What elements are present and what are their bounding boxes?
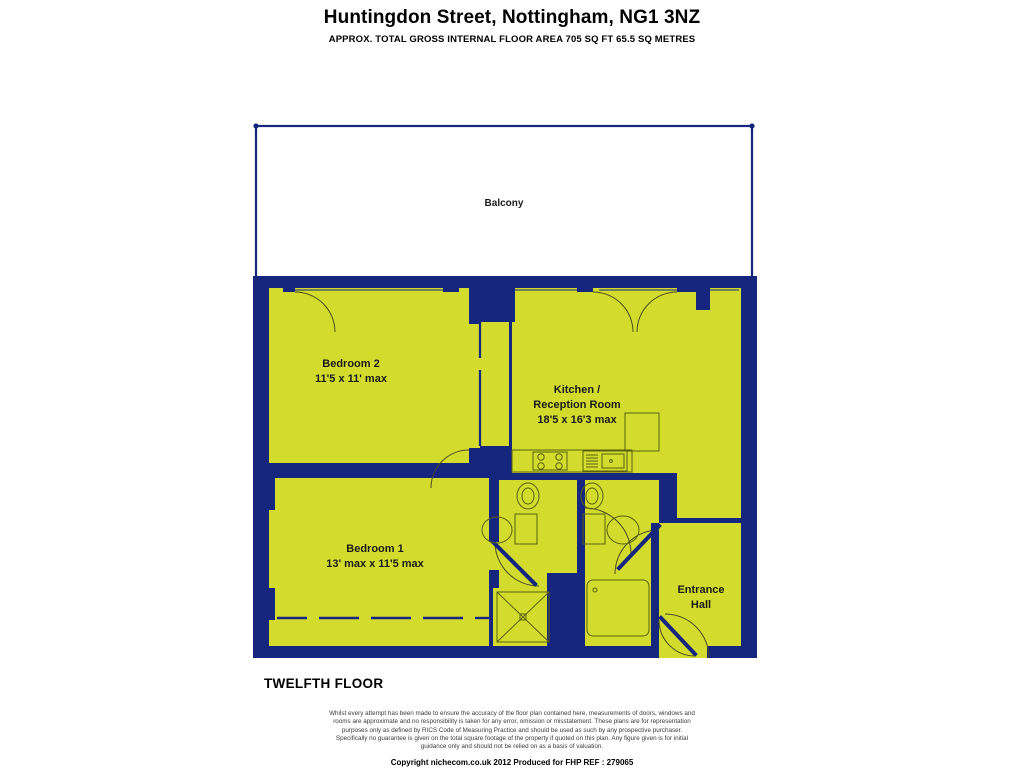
ensuite-fixtures: [481, 482, 550, 643]
page-title: Huntingdon Street, Nottingham, NG1 3NZ: [323, 7, 701, 28]
page-header: Huntingdon Street, Nottingham, NG1 3NZ A…: [0, 0, 1024, 45]
bedroom-2-dims: 11'5 x 11' max: [315, 373, 388, 385]
bedroom-2-label: Bedroom 2: [322, 358, 379, 370]
left-wall-window: [259, 510, 267, 588]
floor-area-subtitle: APPROX. TOTAL GROSS INTERNAL FLOOR AREA …: [328, 34, 696, 45]
room-labels: Balcony Bedroom 2 11'5 x 11' max Kitchen…: [315, 198, 725, 611]
disclaimer-line-3: purposes only as defined by RICS Code of…: [341, 726, 683, 734]
entrance-hall-label-line2: Hall: [691, 599, 711, 611]
disclaimer-line-2: rooms are approximate and no responsibil…: [333, 718, 691, 726]
entrance-hall-floor: [659, 523, 741, 646]
kitchen-reception-label-line1: Kitchen /: [554, 384, 600, 396]
entrance-hall-label-line1: Entrance: [677, 584, 724, 596]
copyright-line: Copyright nichecom.co.uk 2012 Produced f…: [390, 758, 634, 767]
disclaimer-text: Whilst every attempt has been made to en…: [0, 710, 1024, 751]
bathroom-fixtures: [580, 482, 650, 637]
shower-tray: [496, 591, 550, 643]
bedroom-1-lower-band: [269, 618, 489, 646]
hall-cupboard-floor: [602, 480, 659, 523]
bedroom-1-floor: [269, 478, 499, 618]
ensuite-basin: [516, 482, 540, 510]
bedroom-1-dims: 13' max x 11'5 max: [326, 558, 424, 570]
top-wall-piers: [283, 278, 710, 322]
floor-plan-svg: Balcony Bedroom 2 11'5 x 11' max Kitchen…: [253, 123, 757, 659]
floor-level-label: TWELFTH FLOOR: [264, 676, 384, 691]
ensuite-floor: [499, 480, 577, 588]
bedroom-1-label: Bedroom 1: [346, 543, 403, 555]
kitchen-lower-run: [512, 448, 599, 473]
ensuite-cistern: [514, 513, 538, 545]
disclaimer-line-4: Specifically no guarantee is given on th…: [335, 734, 689, 742]
bedroom-2-wardrobe: [480, 290, 509, 446]
top-wall-glazing: [293, 283, 739, 291]
kitchen-fittings: [511, 449, 633, 473]
kitchen-worktop: [511, 449, 633, 473]
ensuite-wc-pan: [481, 516, 513, 544]
kitchen-sink: [582, 450, 628, 472]
room-floors: [269, 288, 741, 658]
balcony-label: Balcony: [485, 198, 524, 209]
door-leaves: [490, 523, 698, 657]
bathroom-wc-pan: [606, 515, 640, 545]
left-wall-piers: [253, 478, 275, 620]
disclaimer-line-5: guidance only and should not be relied o…: [420, 743, 604, 751]
reception-unit-outlines: [624, 412, 660, 452]
kitchen-reception-floor: [512, 288, 741, 518]
bathroom-basin: [580, 482, 604, 510]
bathtub: [586, 579, 650, 637]
floor-plan-canvas: Balcony Bedroom 2 11'5 x 11' max Kitchen…: [0, 118, 1024, 678]
bedroom-2-floor: [269, 288, 480, 463]
kitchen-reception-label-line2: Reception Room: [533, 399, 621, 411]
kitchen-reception-dims: 18'5 x 16'3 max: [537, 414, 617, 426]
bathroom-cistern: [582, 513, 606, 545]
balcony-area: [253, 123, 755, 280]
kitchen-hob: [532, 451, 568, 471]
disclaimer-line-1: Whilst every attempt has been made to en…: [329, 710, 695, 717]
